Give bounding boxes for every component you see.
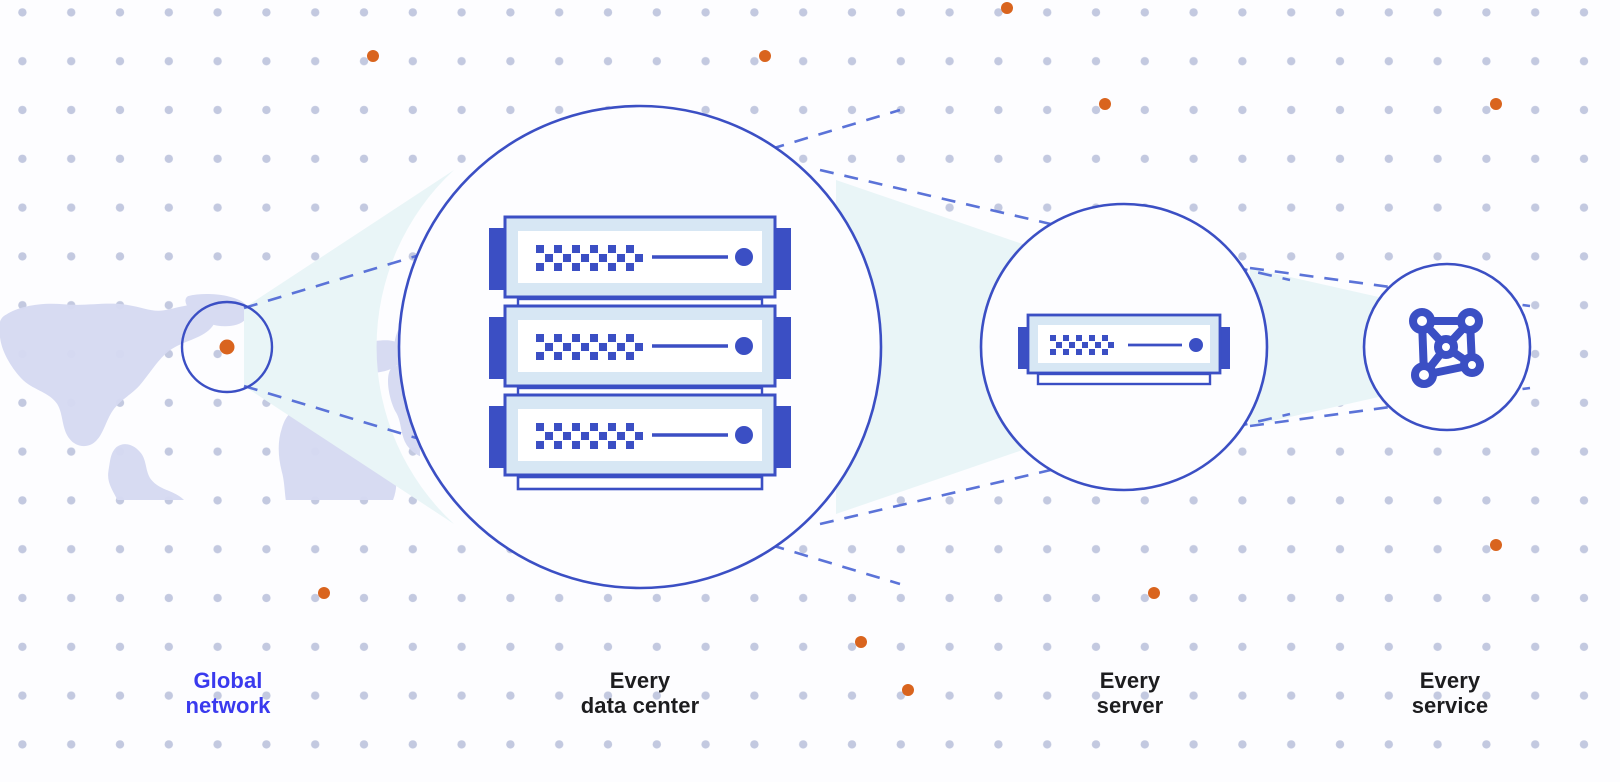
- server-base-bar: [1036, 372, 1212, 386]
- rack-unit: [489, 393, 791, 477]
- mesh-node-bottom-left: [1411, 362, 1437, 388]
- accent-dot: [1099, 98, 1111, 110]
- accent-dot: [902, 684, 914, 696]
- rack-unit-indicator-dot: [735, 248, 753, 266]
- rack-unit-vent-dots: [536, 245, 643, 271]
- cone-server-to-service: [1250, 268, 1392, 426]
- cone-datacenter-to-server: [836, 180, 1040, 514]
- server-vent-dots: [1050, 335, 1114, 355]
- accent-dot: [318, 587, 330, 599]
- map-focus-accent-dot: [219, 339, 235, 355]
- rack-unit-indicator-dot: [735, 426, 753, 444]
- accent-dot: [1490, 98, 1502, 110]
- accent-dot: [367, 50, 379, 62]
- zoom-cones: [244, 170, 1392, 524]
- rack-unit-vent-dots: [536, 423, 643, 449]
- network-mesh-icon: [1409, 308, 1484, 388]
- server-rack-icon: [489, 215, 791, 491]
- map-focus-circle: [180, 300, 274, 394]
- rack-base-bar: [516, 475, 764, 491]
- every-service-stage[interactable]: [1362, 262, 1532, 432]
- cone-global-to-datacenter: [244, 170, 454, 524]
- single-server-icon: [1018, 313, 1230, 386]
- mesh-node-top-right: [1457, 308, 1483, 334]
- mesh-node-top-left: [1409, 308, 1435, 334]
- rack-unit-indicator-dot: [735, 337, 753, 355]
- rack-unit-vent-dots: [536, 334, 643, 360]
- global-network-stage[interactable]: [180, 300, 274, 394]
- rack-unit: [489, 215, 791, 299]
- accent-dot: [759, 50, 771, 62]
- server-panel: [1038, 325, 1210, 363]
- accent-dots: [318, 2, 1502, 696]
- server-indicator-dot: [1189, 338, 1203, 352]
- mesh-node-center: [1434, 335, 1458, 359]
- every-server-stage[interactable]: [979, 202, 1269, 492]
- accent-dot: [855, 636, 867, 648]
- accent-dot: [1148, 587, 1160, 599]
- rack-unit: [489, 304, 791, 388]
- mesh-node-bottom-right: [1460, 353, 1484, 377]
- accent-dot: [1490, 539, 1502, 551]
- every-data-center-stage[interactable]: [397, 104, 883, 590]
- accent-dot: [1001, 2, 1013, 14]
